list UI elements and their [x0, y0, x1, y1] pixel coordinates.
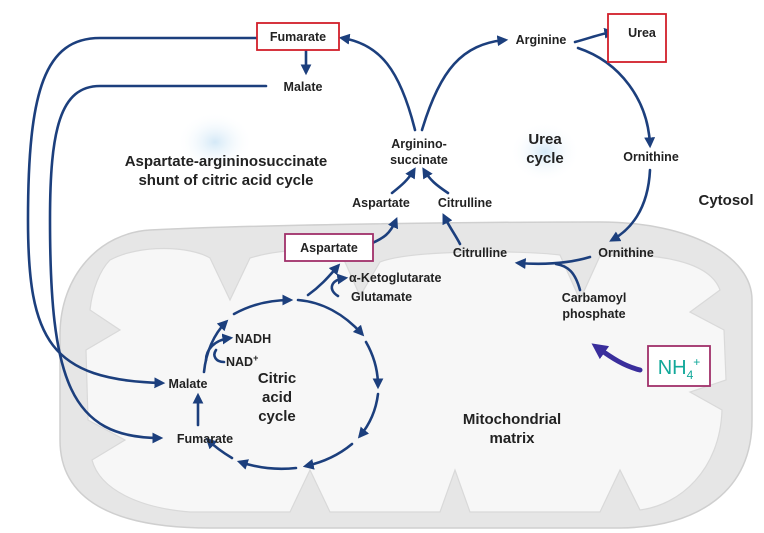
nadh-label: NADH [235, 332, 271, 346]
aspartate-mito-label: Aspartate [300, 241, 358, 255]
carbamoyl-label-l1: Carbamoyl [562, 291, 627, 305]
urea-cycle-label-l2: cycle [526, 150, 564, 167]
arrow-glutamate-to-akg [330, 273, 349, 298]
ornithine-cytosol-label: Ornithine [623, 150, 679, 164]
arrow-cit-to-argininosuccinate [422, 167, 450, 195]
carbamoyl-label-l2: phosphate [562, 307, 625, 321]
argininosuccinate-label-l2: succinate [390, 153, 448, 167]
malate-mito-label: Malate [169, 377, 208, 391]
arrow-argininosuccinate-to-fumarate [338, 33, 417, 132]
arrow-nad-branch [213, 348, 226, 364]
arrow-fumarate-to-mito-malate [26, 36, 260, 389]
citric-acid-cycle-label-l3: cycle [258, 408, 296, 425]
malate-top-label: Malate [284, 80, 323, 94]
mitochondrion [59, 221, 753, 529]
citric-acid-cycle-label-l2: acid [262, 389, 292, 406]
arrow-arginine-to-ornithine [576, 46, 656, 149]
arginine-label: Arginine [516, 33, 567, 47]
arrow-ornithine-to-matrix [609, 168, 652, 242]
citric-acid-cycle-label-l1: Citric [258, 370, 296, 387]
fumarate-highlight-box [256, 22, 340, 51]
aspartate-highlight-box [284, 233, 374, 262]
citrulline-mito-label: Citrulline [453, 246, 507, 260]
fumarate-top-label: Fumarate [270, 30, 326, 44]
aspartate-cytosol-label: Aspartate [352, 196, 410, 210]
glow-urea-cycle [510, 122, 580, 182]
fumarate-mito-label: Fumarate [177, 432, 233, 446]
mitochondrial-matrix-label-l1: Mitochondrial [463, 411, 561, 428]
ornithine-mito-label: Ornithine [598, 246, 654, 260]
shunt-label-l2: shunt of citric acid cycle [138, 172, 313, 189]
nh4-label: NH4+ [658, 355, 701, 382]
glow-shunt [177, 112, 253, 172]
citric-acid-cycle-ring [202, 294, 384, 471]
nh4-highlight-box [647, 345, 711, 387]
cytosol-label: Cytosol [698, 192, 753, 209]
urea-cycle-label-l1: Urea [528, 131, 562, 148]
arrow-malate-to-mito-fumarate [48, 84, 268, 444]
alpha-ketoglutarate-label: α-Ketoglutarate [349, 271, 441, 285]
arrow-arginine-to-urea [573, 27, 616, 44]
citrulline-cytosol-label: Citrulline [438, 196, 492, 210]
urea-highlight-box [607, 13, 667, 63]
arrow-nh4-to-carbamoyl [591, 343, 643, 373]
shunt-label-l1: Aspartate-argininosuccinate [125, 153, 328, 170]
arrow-mito-cit-to-cyto-cit [442, 213, 462, 246]
mitochondrial-matrix-label-l2: matrix [489, 430, 535, 447]
urea-label: Urea [628, 26, 657, 40]
arrow-oaa-to-aspartate [306, 263, 341, 297]
pathway-arrows [26, 27, 656, 444]
glutamate-label: Glutamate [351, 290, 412, 304]
arrow-carbamoyl-to-citrulline [554, 262, 582, 292]
arrow-asp-to-argininosuccinate [390, 167, 416, 195]
argininosuccinate-label-l1: Arginino- [391, 137, 447, 151]
nad-label: NAD+ [226, 353, 258, 369]
arrow-argininosuccinate-to-arginine [420, 35, 509, 132]
